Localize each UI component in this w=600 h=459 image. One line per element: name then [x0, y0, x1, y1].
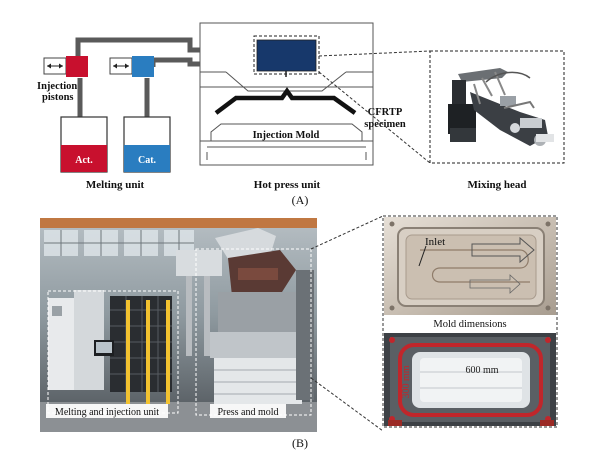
- melting-injection-tag-bg: [46, 404, 168, 418]
- cfrtp-label-line1: CFRTP: [368, 107, 403, 118]
- mold-bottom-photo: [384, 333, 556, 426]
- injection-mold-label: Injection Mold: [253, 130, 320, 141]
- mixing-head-illustration: [448, 68, 554, 146]
- zoom-line-top: [318, 50, 431, 57]
- melting-unit-label: Melting unit: [86, 179, 145, 191]
- panel-b: Melting and injection unit Press and mol…: [40, 215, 558, 450]
- act-piston: [43, 56, 88, 77]
- panel-a: Injection pistons Act. Cat. Melting unit: [37, 22, 565, 207]
- act-tank: Act.: [60, 116, 108, 173]
- mold-dimensions-label: Mold dimensions: [433, 319, 506, 330]
- cat-piston: [109, 56, 154, 77]
- cat-tank: Cat.: [123, 116, 171, 173]
- caption-b: (B): [292, 436, 308, 450]
- zoom-line-b-bottom: [310, 377, 384, 432]
- act-tank-label: Act.: [75, 155, 93, 166]
- injection-pistons-label-line1: Injection: [37, 81, 77, 92]
- hot-press-unit-label: Hot press unit: [254, 179, 321, 191]
- inlet-label: Inlet: [425, 236, 445, 248]
- length-600-label: 600 mm: [465, 365, 498, 376]
- cfrtp-label-line2: specimen: [364, 119, 406, 130]
- press-mold-label: Press and mold: [217, 407, 278, 418]
- length-300-label: 300 mm: [401, 365, 412, 398]
- press-mold-highlight: [195, 248, 312, 416]
- mixing-head-label: Mixing head: [468, 179, 527, 191]
- zoom-line-bottom: [318, 71, 431, 164]
- melting-injection-label: Melting and injection unit: [55, 407, 159, 418]
- mold-photos-frame: [382, 215, 558, 428]
- injection-pistons-label-line2: pistons: [42, 92, 74, 103]
- mold-top-photo: [384, 217, 556, 315]
- caption-a: (A): [292, 193, 309, 207]
- zoom-line-b-top: [310, 215, 384, 250]
- cfrtp-specimen: [214, 87, 357, 115]
- cat-tank-label: Cat.: [138, 155, 157, 166]
- press-mold-tag-bg: [210, 404, 286, 418]
- factory-photo: [40, 218, 317, 432]
- mixing-head-block: [256, 39, 317, 72]
